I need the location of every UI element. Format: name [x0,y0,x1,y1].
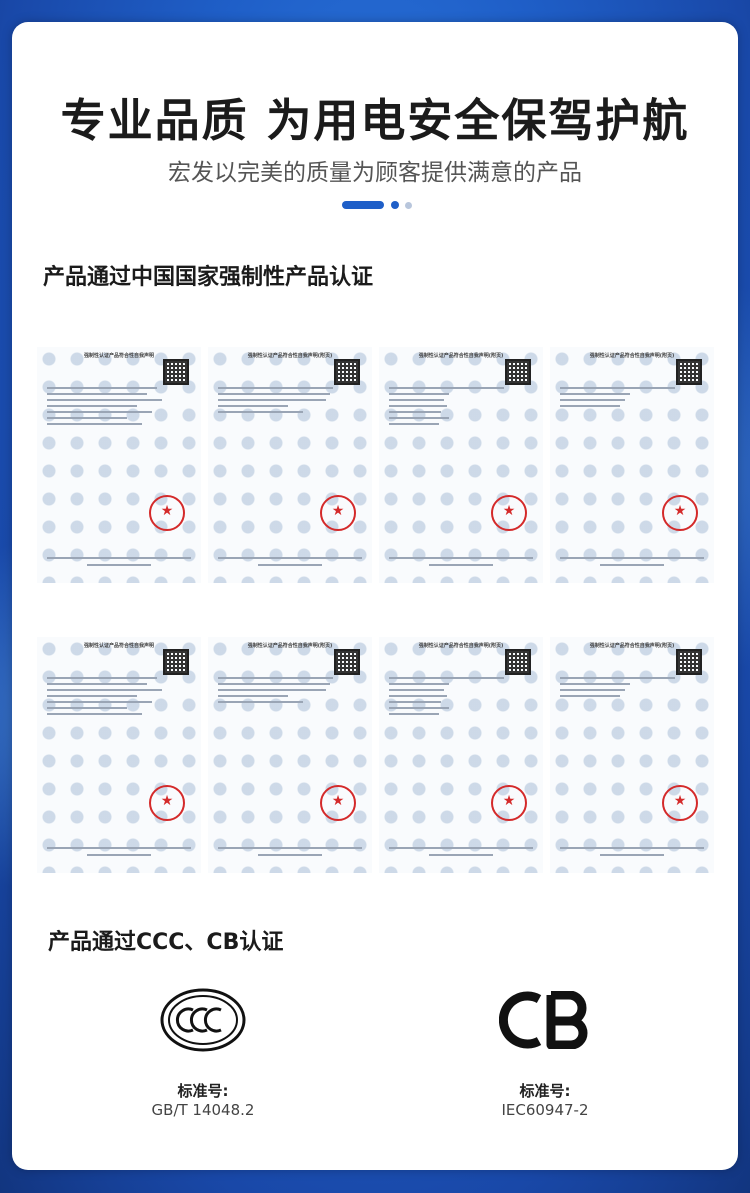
certificate-footer-line [47,847,191,849]
certificate-image[interactable]: 强制性认证产品符合性自我声明(附页) [208,347,372,583]
cb-standard-label: 标准号: [519,1082,571,1100]
ccc-standard-label: 标准号: [177,1082,229,1100]
certificate-text-lines [389,677,509,747]
indicator-dot [391,201,399,209]
certificate-heading: 强制性认证产品符合性自我声明(附页) [418,643,504,649]
certificate-footer-line [560,557,704,559]
certificate-image[interactable]: 强制性认证产品符合性自我声明(附页) [379,347,543,583]
qr-code-icon [334,649,360,675]
qr-code-icon [163,649,189,675]
certificate-text-lines [218,677,338,747]
certificate-text-lines [47,387,167,457]
red-seal-icon [662,785,698,821]
section-title-ccc-certificates: 产品通过中国国家强制性产品认证 [43,265,374,290]
certificate-footer-line [389,557,533,559]
certificate-footer-line [218,847,362,849]
certificate-image[interactable]: 强制性认证产品符合性自我声明(附页) [550,637,714,873]
ccc-standard-value: GB/T 14048.2 [151,1101,255,1119]
certificate-footer-line [600,564,664,566]
certificate-footer-line [600,854,664,856]
red-seal-icon [320,495,356,531]
certificate-text-lines [560,387,680,457]
certificate-text-lines [218,387,338,457]
cb-standard-value: IEC60947-2 [501,1101,589,1119]
cb-logo-icon [499,991,588,1049]
page-subtitle: 宏发以完美的质量为顾客提供满意的产品 [168,160,582,186]
certificate-footer-line [258,854,322,856]
qr-code-icon [505,649,531,675]
certificate-image[interactable]: 强制性认证产品符合性自我声明(附页) [379,637,543,873]
certificate-heading: 强制性认证产品符合性自我声明(附页) [247,643,333,649]
certificate-footer-line [389,847,533,849]
qr-code-icon [334,359,360,385]
certificate-footer-line [87,564,151,566]
certificate-image[interactable]: 强制性认证产品符合性自我声明 [37,637,201,873]
qr-code-icon [676,359,702,385]
certificate-footer-line [47,557,191,559]
certificate-footer-line [560,847,704,849]
carousel-indicator [342,200,422,210]
red-seal-icon [662,495,698,531]
page-title: 专业品质 为用电安全保驾护航 [60,94,690,147]
content-card: 专业品质 为用电安全保驾护航 宏发以完美的质量为顾客提供满意的产品 产品通过中国… [12,22,738,1170]
certificate-text-lines [389,387,509,457]
red-seal-icon [149,495,185,531]
certificate-image[interactable]: 强制性认证产品符合性自我声明(附页) [208,637,372,873]
certificate-heading: 强制性认证产品符合性自我声明(附页) [589,643,675,649]
certificate-heading: 强制性认证产品符合性自我声明(附页) [247,353,333,359]
indicator-active [342,201,384,209]
section-title-marks: 产品通过CCC、CB认证 [48,930,284,955]
certificate-footer-line [429,564,493,566]
qr-code-icon [163,359,189,385]
certificate-footer-line [429,854,493,856]
qr-code-icon [676,649,702,675]
certificate-heading: 强制性认证产品符合性自我声明(附页) [589,353,675,359]
certificate-footer-line [218,557,362,559]
certificate-image[interactable]: 强制性认证产品符合性自我声明(附页) [550,347,714,583]
red-seal-icon [149,785,185,821]
certificate-text-lines [560,677,680,747]
qr-code-icon [505,359,531,385]
certificate-image[interactable]: 强制性认证产品符合性自我声明 [37,347,201,583]
red-seal-icon [491,785,527,821]
red-seal-icon [320,785,356,821]
red-seal-icon [491,495,527,531]
certificate-heading: 强制性认证产品符合性自我声明 [83,353,154,359]
certificate-footer-line [87,854,151,856]
indicator-dot [405,202,412,209]
certificate-heading: 强制性认证产品符合性自我声明(附页) [418,353,504,359]
certificate-text-lines [47,677,167,747]
certificate-heading: 强制性认证产品符合性自我声明 [83,643,154,649]
ccc-logo-icon [160,988,246,1052]
certificate-footer-line [258,564,322,566]
